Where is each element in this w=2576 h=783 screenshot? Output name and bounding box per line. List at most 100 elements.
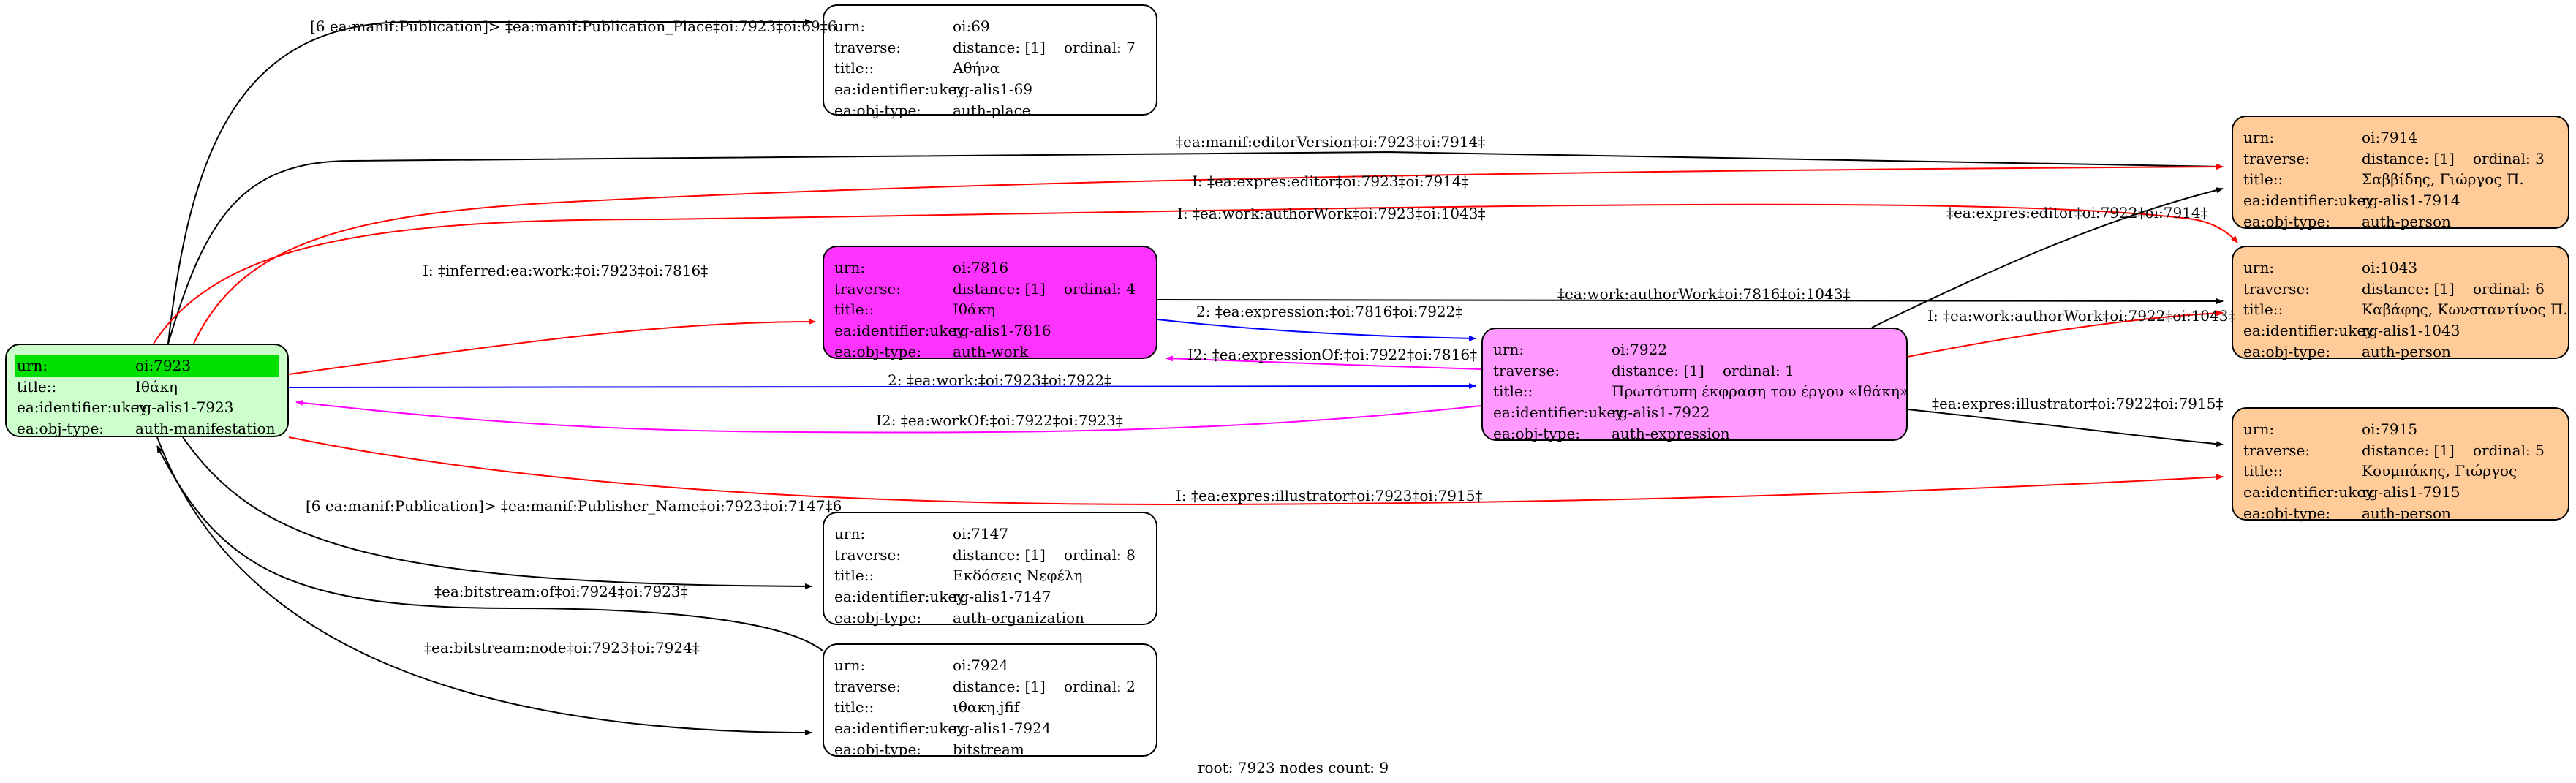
node-row-traverse: traverse:distance: [1]ordinal: 5 bbox=[2233, 440, 2568, 461]
node-row-ea-obj-type: ea:obj-type:bitstream bbox=[824, 738, 1156, 760]
field-value: bitstream bbox=[953, 740, 1024, 758]
field-key: traverse: bbox=[834, 677, 902, 695]
edge-label: ‡ea:work:authorWork‡oi:7816‡oi:1043‡ bbox=[1557, 285, 1851, 303]
edge-expression bbox=[1157, 319, 1476, 341]
edge-label: 2: ‡ea:work:‡oi:7923‡oi:7922‡ bbox=[888, 371, 1112, 389]
field-ordinal: ordinal: 6 bbox=[2473, 279, 2545, 298]
edge-label: ‡ea:bitstream:of‡oi:7924‡oi:7923‡ bbox=[434, 583, 688, 600]
node-row-ea-obj-type: ea:obj-type:auth-manifestation bbox=[7, 418, 287, 439]
field-key: ea:obj-type: bbox=[834, 608, 922, 627]
edge-i-illustrator bbox=[288, 436, 2224, 506]
field-value: oi:7816 bbox=[953, 259, 1009, 277]
node-row-traverse: traverse:distance: [1]ordinal: 6 bbox=[2233, 279, 2568, 300]
edge-label: I: ‡ea:expres:editor‡oi:7923‡oi:7914‡ bbox=[1192, 173, 1469, 190]
edge-i-editor bbox=[193, 164, 2224, 344]
edge-authorwork-7816 bbox=[1157, 298, 2224, 304]
field-value: auth-manifestation bbox=[135, 420, 276, 438]
node-row-title: title::Ιθάκη bbox=[824, 299, 1156, 320]
node-row-urn: urn:oi:7147 bbox=[824, 523, 1156, 545]
field-value: distance: [1] bbox=[2362, 279, 2455, 298]
field-value: Σαββίδης, Γιώργος Π. bbox=[2362, 170, 2524, 189]
field-value: rg-alis1-7147 bbox=[953, 588, 1051, 606]
edge-label: I: ‡ea:expres:illustrator‡oi:7923‡oi:791… bbox=[1176, 487, 1483, 504]
edge-illustrator-7922 bbox=[1907, 409, 2224, 447]
field-key: ea:identifier:ukey bbox=[17, 398, 148, 417]
field-key: ea:identifier:ukey bbox=[1493, 404, 1624, 422]
edge-inferred-work bbox=[288, 319, 816, 375]
field-value: Ιθάκη bbox=[953, 300, 995, 319]
field-value: ιθακη.jfif bbox=[953, 698, 1020, 716]
field-key: traverse: bbox=[2243, 441, 2311, 459]
field-value: oi:7922 bbox=[1612, 341, 1668, 359]
field-value: oi:7924 bbox=[953, 657, 1009, 675]
field-value: rg-alis1-7915 bbox=[2362, 483, 2460, 502]
node-row-urn: urn:oi:7924 bbox=[824, 655, 1156, 676]
field-key: ea:obj-type: bbox=[834, 342, 922, 360]
edge-editor-7922 bbox=[1871, 187, 2224, 328]
node-row-title: title::Καβάφης, Κωνσταντίνος Π. bbox=[2233, 299, 2568, 320]
edge-label: ‡ea:expres:editor‡oi:7922‡oi:7914‡ bbox=[1946, 204, 2208, 222]
node-row-title: title::Ιθάκη bbox=[7, 377, 287, 398]
field-value: oi:7923 bbox=[135, 357, 192, 375]
field-ordinal: ordinal: 4 bbox=[1064, 279, 1136, 298]
node-row-title: title::Σαββίδης, Γιώργος Π. bbox=[2233, 169, 2568, 190]
edge-expressionof bbox=[1166, 355, 1482, 370]
field-key: ea:obj-type: bbox=[2243, 212, 2331, 230]
edge-label: ‡ea:manif:editorVersion‡oi:7923‡oi:7914‡ bbox=[1176, 133, 1486, 151]
edge-label: I2: ‡ea:expressionOf:‡oi:7922‡oi:7816‡ bbox=[1187, 346, 1478, 363]
field-value: oi:7147 bbox=[953, 525, 1009, 543]
field-key: title:: bbox=[2243, 462, 2284, 480]
field-key: title:: bbox=[834, 59, 875, 77]
node-row-ea-obj-type: ea:obj-type: auth-work bbox=[824, 341, 1156, 362]
node-row-urn: urn:oi:7914 bbox=[2233, 127, 2568, 148]
node-row-traverse: traverse:distance: [1]ordinal: 2 bbox=[824, 676, 1156, 697]
field-key: ea:identifier:ukey bbox=[834, 80, 965, 99]
field-value: auth-expression bbox=[1612, 424, 1730, 442]
edge-workof bbox=[295, 399, 1482, 434]
field-value: rg-alis1-69 bbox=[953, 80, 1033, 99]
node-row-urn: urn:oi:7923 bbox=[15, 355, 279, 377]
field-key: ea:obj-type: bbox=[834, 101, 922, 119]
edge-bitstream-of bbox=[156, 445, 823, 651]
field-ordinal: ordinal: 2 bbox=[1064, 677, 1136, 695]
footer-summary: root: 7923 nodes count: 9 bbox=[1198, 759, 1389, 776]
field-value: auth-work bbox=[953, 342, 1029, 360]
node-oi-7922[interactable]: urn: oi:7922 traverse: distance: [1] ordinal… bbox=[1481, 328, 1908, 441]
field-value: Καβάφης, Κωνσταντίνος Π. bbox=[2362, 300, 2568, 319]
node-row-ea-obj-type: ea:obj-type:auth-expression bbox=[1483, 423, 1906, 444]
edge-label: I: ‡ea:work:authorWork‡oi:7922‡oi:1043‡ bbox=[1927, 307, 2236, 325]
field-value: distance: [1] bbox=[1612, 361, 1704, 379]
node-row-urn: urn:oi:1043 bbox=[2233, 257, 2568, 279]
field-value: auth-person bbox=[2362, 504, 2451, 522]
field-value: distance: [1] bbox=[953, 38, 1046, 56]
field-value: rg-alis1-7924 bbox=[953, 719, 1051, 738]
field-key: urn: bbox=[2243, 129, 2275, 147]
edge-publisher bbox=[182, 436, 812, 589]
field-key: traverse: bbox=[1493, 361, 1560, 379]
field-value: Κουμπάκης, Γιώργος bbox=[2362, 462, 2518, 480]
field-ordinal: ordinal: 1 bbox=[1723, 361, 1794, 379]
field-key: ea:obj-type: bbox=[2243, 504, 2331, 522]
node-row-title: title::Πρωτότυπη έκφραση του έργου «Ιθάκ… bbox=[1483, 381, 1908, 402]
field-key: urn: bbox=[1493, 341, 1525, 359]
edge-place bbox=[167, 19, 812, 344]
field-key: title:: bbox=[834, 567, 875, 585]
field-ordinal: ordinal: 5 bbox=[2473, 441, 2545, 459]
field-key: title:: bbox=[2243, 170, 2284, 189]
edge-work bbox=[288, 383, 1476, 390]
node-row-urn: urn:oi:69 bbox=[824, 16, 1156, 37]
field-value: distance: [1] bbox=[2362, 149, 2455, 167]
